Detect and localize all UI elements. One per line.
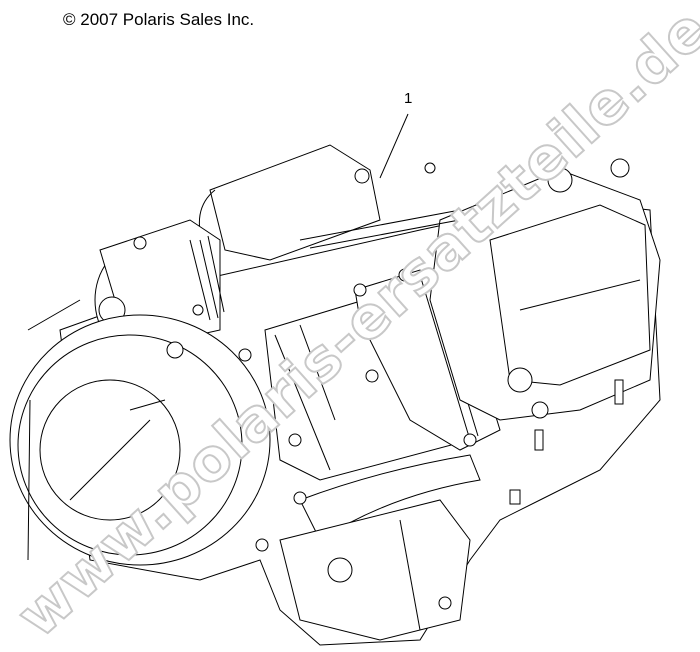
engine-assembly [9, 144, 661, 646]
callout-leader-line [379, 113, 409, 179]
copyright-text: © 2007 Polaris Sales Inc. [63, 10, 255, 29]
callout-label-1: 1 [404, 90, 413, 107]
